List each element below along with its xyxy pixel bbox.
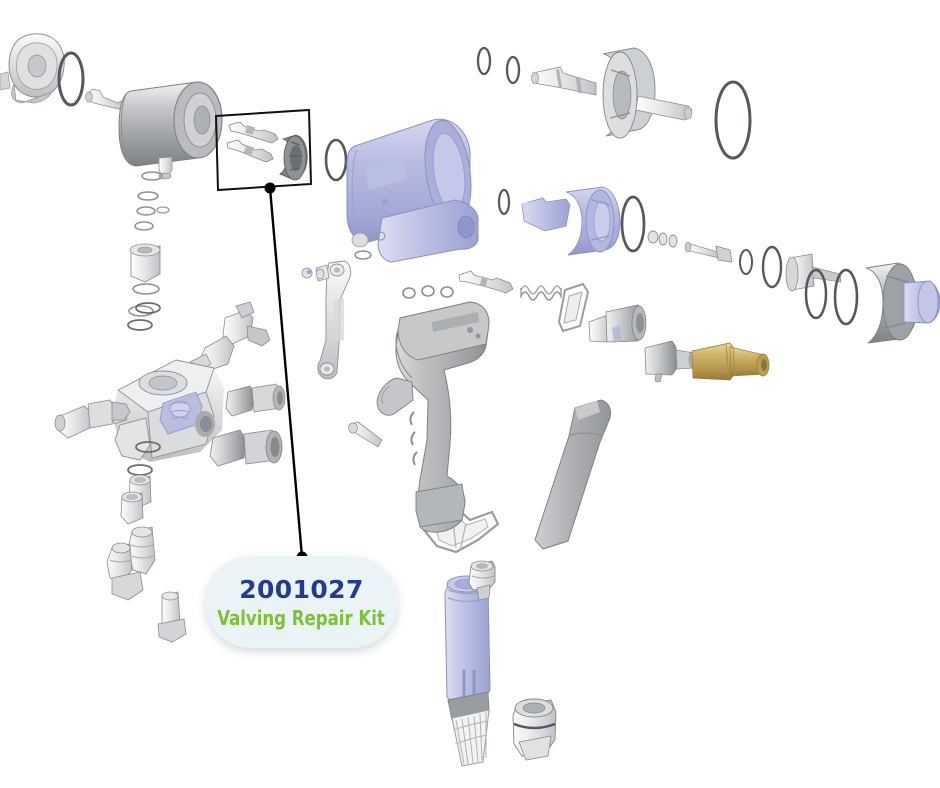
part-number: 2001027 bbox=[239, 575, 364, 605]
needle-valve-body bbox=[188, 301, 271, 376]
trigger-linkage-lever bbox=[315, 260, 352, 380]
needle-valve-stem bbox=[106, 526, 156, 601]
air-inlet-tube bbox=[534, 399, 612, 550]
spool-oring-small-b bbox=[505, 55, 521, 85]
manifold-oring-lower-b bbox=[127, 464, 153, 476]
retaining-clip bbox=[557, 282, 590, 333]
valve-spool-assembly-group bbox=[476, 46, 752, 160]
pistol-grip-handle bbox=[376, 301, 490, 533]
valve-oring-large bbox=[324, 138, 348, 182]
manifold-oring-upper-a bbox=[135, 302, 161, 314]
valve-stem bbox=[458, 270, 514, 294]
bolt-washer bbox=[739, 249, 753, 275]
main-body-housing bbox=[346, 118, 479, 263]
body-washer-stack bbox=[351, 231, 386, 260]
part-name: Valving Repair Kit bbox=[217, 605, 386, 630]
filter-assembly bbox=[444, 560, 557, 767]
motor-exhaust-nipple bbox=[158, 156, 173, 180]
filter-cap bbox=[468, 560, 496, 601]
adapter-oring bbox=[620, 195, 646, 253]
valve-cap-fitting bbox=[785, 253, 842, 292]
bushing-sleeve-b bbox=[120, 491, 144, 525]
shoulder-bolt bbox=[684, 241, 733, 263]
motor-end-cap bbox=[0, 33, 65, 104]
valving-repair-kit-highlight[interactable] bbox=[214, 108, 313, 192]
valve-spool-assembly bbox=[531, 47, 693, 139]
manifold-oring-lower-a bbox=[135, 441, 161, 453]
quick-coupler-plug bbox=[644, 340, 698, 383]
valve-adapter-row bbox=[497, 186, 940, 344]
callout-leader-line bbox=[264, 182, 308, 563]
motor-shaft-pin bbox=[85, 88, 127, 111]
valving-disc bbox=[279, 134, 308, 181]
manifold-fitting-right bbox=[225, 383, 286, 417]
valve-spring bbox=[520, 285, 562, 301]
brass-hose-nipple bbox=[691, 342, 770, 381]
part-callout-label[interactable]: 2001027 Valving Repair Kit bbox=[205, 556, 398, 648]
spool-oring-large bbox=[714, 80, 752, 160]
motor-assembly bbox=[0, 33, 223, 317]
spool-oring-small-a bbox=[476, 46, 492, 76]
manifold-assembly bbox=[54, 301, 286, 643]
end-cap-housing bbox=[865, 262, 940, 344]
filter-base-fitting bbox=[512, 698, 557, 761]
set-screw bbox=[348, 421, 383, 448]
end-cap-oring-b bbox=[804, 268, 828, 320]
spool-oring-mid bbox=[497, 188, 511, 216]
trigger-pin bbox=[301, 267, 313, 279]
end-cap-oring-c bbox=[833, 268, 859, 326]
end-cap-oring-a bbox=[761, 245, 783, 289]
valving-pin-short bbox=[226, 139, 274, 163]
valve-adapter-purple bbox=[521, 186, 621, 256]
muffler-cartridge bbox=[903, 280, 940, 324]
motor-housing-washer-stack bbox=[134, 171, 170, 231]
filter-cartridge bbox=[444, 575, 491, 767]
quick-coupler-socket bbox=[588, 304, 647, 343]
air-inlet-couplers bbox=[588, 304, 770, 383]
trigger-washers bbox=[402, 285, 454, 299]
valving-repair-kit-parts bbox=[226, 121, 348, 182]
manifold-oring-upper-b bbox=[127, 319, 153, 331]
motor-housing bbox=[118, 81, 223, 180]
manifold-bolt bbox=[157, 591, 187, 643]
motor-end-cap-oring bbox=[57, 51, 85, 107]
trigger-assembly bbox=[301, 260, 590, 554]
bearing-spacer bbox=[128, 243, 161, 317]
manifold-fitting-lower bbox=[209, 429, 283, 467]
manifold-fitting-left bbox=[54, 399, 131, 439]
adapter-washers bbox=[647, 230, 678, 248]
valving-pin-long bbox=[228, 121, 279, 144]
manifold-block bbox=[111, 359, 224, 462]
